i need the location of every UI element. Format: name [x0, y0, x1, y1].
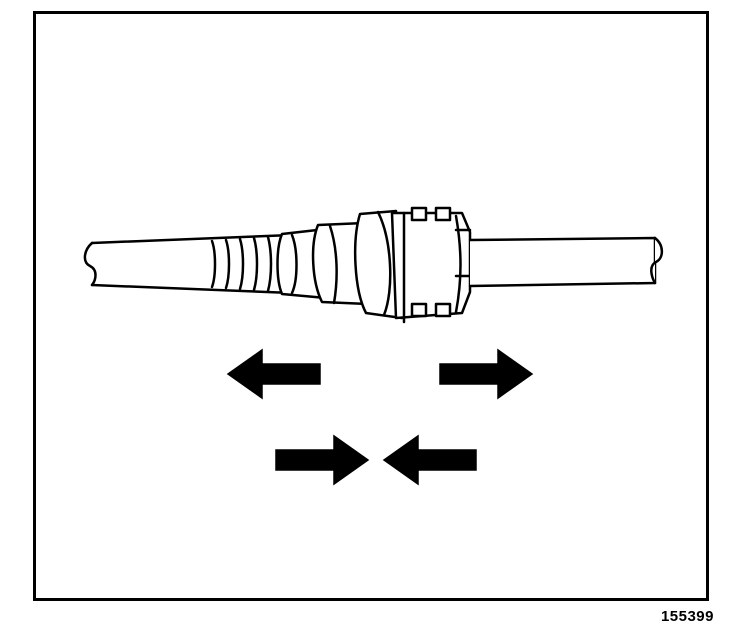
- arrow-left-icon: [382, 434, 477, 486]
- arrow-left-icon: [226, 348, 321, 400]
- arrow-right-icon: [275, 434, 370, 486]
- left-pipe: [83, 233, 294, 295]
- right-pipe: [468, 236, 664, 288]
- quick-connector: [276, 206, 472, 324]
- figure-number: 155399: [660, 608, 714, 625]
- arrow-right-icon: [439, 348, 534, 400]
- figure-frame: [33, 11, 709, 601]
